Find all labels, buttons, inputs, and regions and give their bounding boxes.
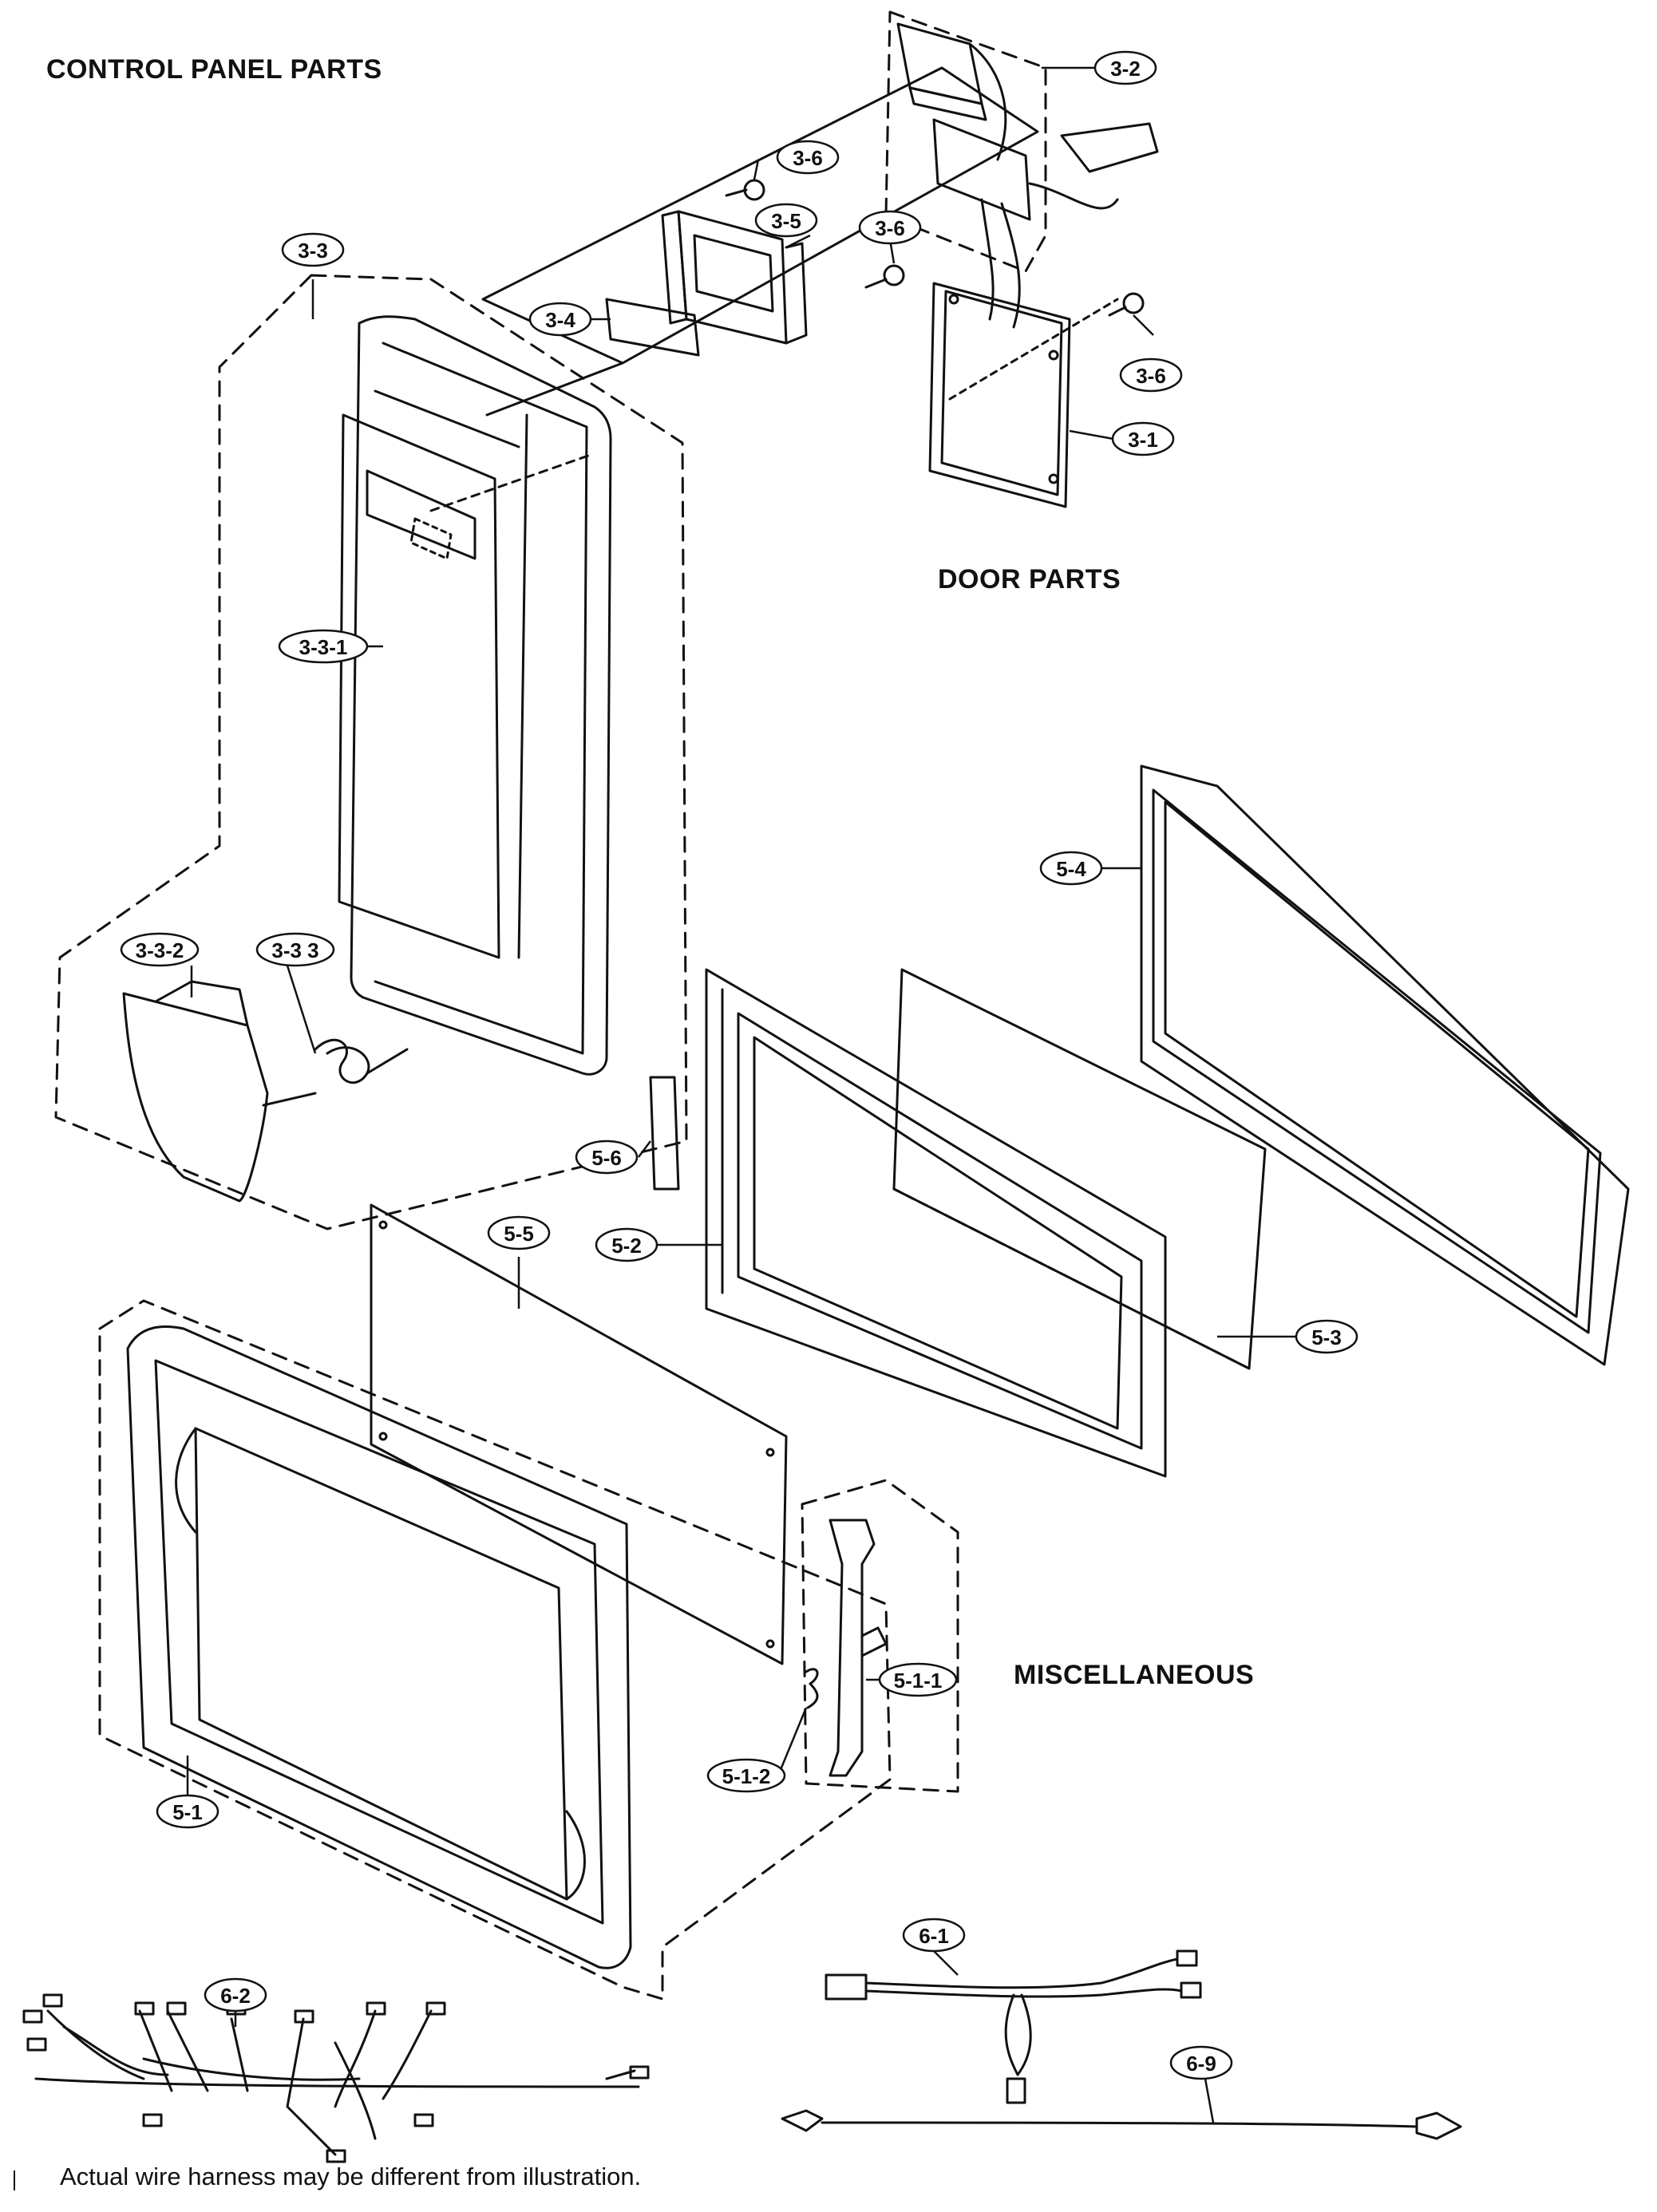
callout-3-6-top-label: 3-6: [793, 146, 823, 170]
part-6-1-harness: [825, 1949, 1202, 2104]
callout-3-3-3: [255, 932, 335, 967]
part-3-3-3-spring: [314, 1038, 409, 1084]
callout-3-6-top: [776, 140, 840, 175]
callout-3-2: [1093, 50, 1157, 85]
part-6-2-harness: [22, 1993, 650, 2163]
callout-6-9-label: 6-9: [1186, 2052, 1216, 2076]
callout-3-3-2-label: 3-3-2: [136, 938, 184, 962]
callout-3-3-label: 3-3: [298, 239, 328, 263]
part-3-4-board: [605, 298, 700, 357]
callout-5-1-2-label: 5-1-2: [722, 1764, 771, 1788]
callout-3-4-label: 3-4: [545, 308, 575, 332]
callout-3-5: [754, 203, 818, 238]
part-5-5-panel: [370, 1203, 788, 1665]
part-3-5-bracket: [661, 210, 808, 345]
callout-5-3: [1295, 1319, 1358, 1354]
miscellaneous-title: MISCELLANEOUS: [1014, 1660, 1255, 1690]
callout-3-2-label: 3-2: [1110, 57, 1141, 81]
wire-harness-note: Actual wire harness may be different fro…: [60, 2163, 642, 2190]
callout-5-4-label: 5-4: [1056, 857, 1086, 881]
callout-3-3-1: [278, 629, 369, 664]
callout-3-6-mid-label: 3-6: [875, 216, 905, 240]
part-5-4-door-frame: [1140, 764, 1630, 1366]
part-5-2-inner-door: [705, 968, 1167, 1478]
callout-5-1-2: [706, 1758, 786, 1793]
part-3-1-pcb: [928, 282, 1119, 508]
callout-5-4: [1039, 851, 1103, 886]
callout-3-6-mid: [858, 210, 922, 245]
callout-5-6: [575, 1140, 639, 1175]
callout-6-2-label: 6-2: [220, 1984, 251, 2008]
door-parts-title: DOOR PARTS: [938, 564, 1121, 594]
callout-bubbles: [120, 50, 1358, 2080]
callout-6-1-label: 6-1: [919, 1924, 949, 1948]
callout-3-5-label: 3-5: [771, 209, 801, 233]
callout-3-3: [281, 232, 345, 267]
callout-3-6-right-label: 3-6: [1136, 364, 1166, 388]
part-5-1-2-spring: [805, 1668, 819, 1709]
callout-6-1: [902, 1918, 966, 1953]
callout-3-1-label: 3-1: [1128, 428, 1158, 452]
boundary-5-1: [98, 1299, 892, 2001]
callout-5-3-label: 5-3: [1311, 1325, 1342, 1349]
part-3-3-1-plate: [338, 413, 500, 959]
callout-6-2: [204, 1977, 267, 2013]
callout-5-6-label: 5-6: [591, 1146, 622, 1170]
boundary-3-2: [884, 10, 1047, 273]
part-3-6-screws: [725, 179, 1145, 317]
callout-6-9: [1169, 2045, 1233, 2080]
part-5-1-door: [126, 1325, 632, 1969]
callout-5-1-1: [878, 1662, 958, 1697]
callout-5-2-label: 5-2: [611, 1234, 642, 1258]
callout-5-1-1-label: 5-1-1: [894, 1669, 943, 1693]
leader-lines: [186, 66, 1297, 2123]
callout-3-3-1-label: 3-3-1: [299, 635, 348, 659]
callout-5-1: [156, 1794, 219, 1829]
callout-3-4: [528, 302, 592, 337]
callout-5-5: [487, 1215, 551, 1250]
part-6-9-harness: [781, 2109, 1462, 2140]
callout-3-1: [1111, 421, 1175, 456]
callout-3-6-right: [1119, 357, 1183, 393]
callout-5-5-label: 5-5: [504, 1222, 534, 1246]
callout-3-3-2: [120, 932, 200, 967]
part-3-3-2-latch: [122, 980, 317, 1203]
callout-5-2: [595, 1227, 658, 1262]
callout-5-1-label: 5-1: [172, 1800, 203, 1824]
boundary-5-1-1: [801, 1479, 959, 1793]
callout-3-3-3-label: 3-3 3: [271, 938, 318, 962]
part-3-3-frame: [350, 315, 612, 1076]
callout-labels: 3-2 3-6 3-5 3-6 3-4 3-6 3-1 3-3 3-3-1 3-…: [136, 57, 1342, 2076]
part-5-3-glass: [892, 968, 1267, 1370]
part-5-6-block: [649, 1076, 680, 1191]
boundary-3-3: [54, 274, 688, 1230]
control-panel-parts-title: CONTROL PANEL PARTS: [46, 54, 382, 85]
part-5-1-1-hook: [828, 1519, 888, 1777]
part-3-2-display: [896, 22, 1159, 329]
